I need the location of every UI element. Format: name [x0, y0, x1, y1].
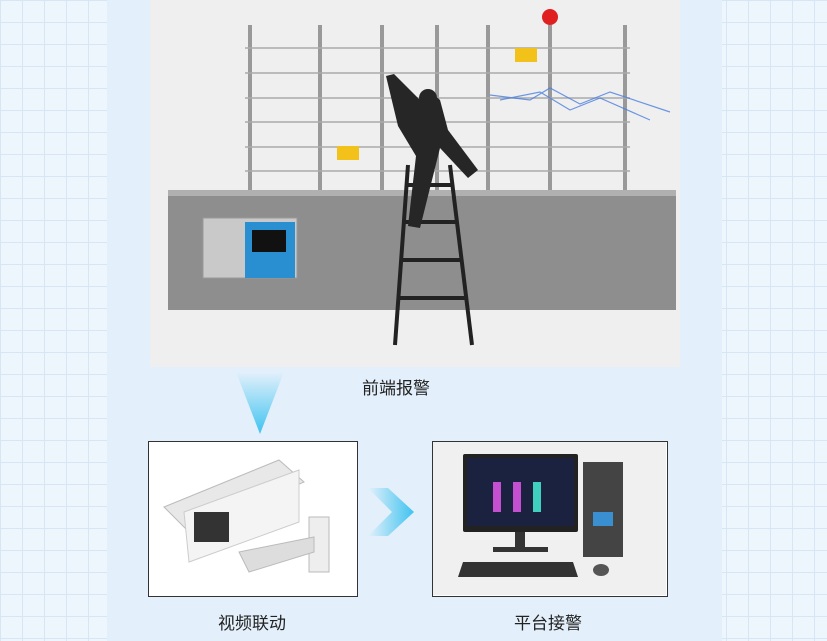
camera-image: [148, 441, 358, 597]
platform-alarm-label: 平台接警: [514, 614, 582, 634]
computer-image: [432, 441, 668, 597]
video-linkage-label: 视频联动: [218, 614, 286, 634]
right-arrow-icon: [368, 488, 414, 536]
electric-fence-illustration: [150, 0, 680, 367]
front-alarm-label: 前端报警: [362, 379, 430, 399]
down-arrow-icon: [236, 372, 284, 434]
